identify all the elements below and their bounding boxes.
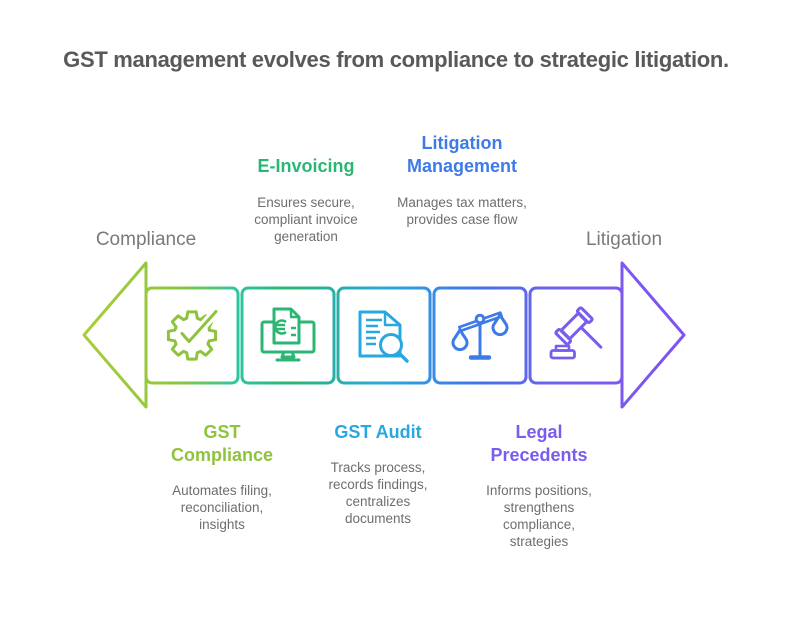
- invoice-monitor-icon: [260, 307, 316, 362]
- stage-heading: Legal Precedents: [490, 422, 588, 465]
- stage-description: Tracks process, records findings, centra…: [328, 460, 428, 526]
- endpoint-label-compliance: Compliance: [95, 229, 197, 250]
- stage-label-legal-precedents: Legal Precedents Informs positions, stre…: [459, 421, 619, 550]
- gavel-icon: [549, 306, 603, 360]
- stage-heading: GST Compliance: [170, 422, 274, 465]
- stage-label-gst-audit: GST Audit Tracks process, records findin…: [298, 421, 458, 527]
- stage-box-gst-audit: [336, 286, 432, 385]
- stage-heading: GST Audit: [334, 422, 422, 442]
- stage-description: Ensures secure, compliant invoice genera…: [254, 195, 358, 244]
- stage-label-gst-compliance: GST Compliance Automates filing, reconci…: [142, 421, 302, 533]
- page-title: GST management evolves from compliance t…: [63, 47, 729, 72]
- stage-box-gst-compliance: [144, 286, 240, 385]
- stage-label-litigation-management: Litigation Management Manages tax matter…: [382, 130, 542, 228]
- endpoint-label-litigation: Litigation: [585, 229, 663, 250]
- stage-label-e-invoicing: E-Invoicing Ensures secure, compliant in…: [226, 130, 386, 245]
- stage-box-legal-precedents: [528, 286, 624, 385]
- stage-box-litigation-management: [432, 286, 528, 385]
- stage-heading: E-Invoicing: [257, 156, 355, 176]
- right-arrowhead: [620, 261, 686, 409]
- stage-description: Informs positions, strengthens complianc…: [486, 483, 592, 549]
- document-search-icon: [358, 310, 409, 363]
- left-arrowhead: [82, 261, 148, 409]
- stage-box-e-invoicing: [240, 286, 336, 385]
- stage-description: Automates filing, reconciliation, insigh…: [172, 483, 272, 532]
- gear-check-icon: [166, 307, 221, 361]
- balance-scale-icon: [451, 311, 509, 360]
- stage-description: Manages tax matters, provides case flow: [397, 195, 527, 227]
- stage-heading: Litigation Management: [406, 133, 518, 176]
